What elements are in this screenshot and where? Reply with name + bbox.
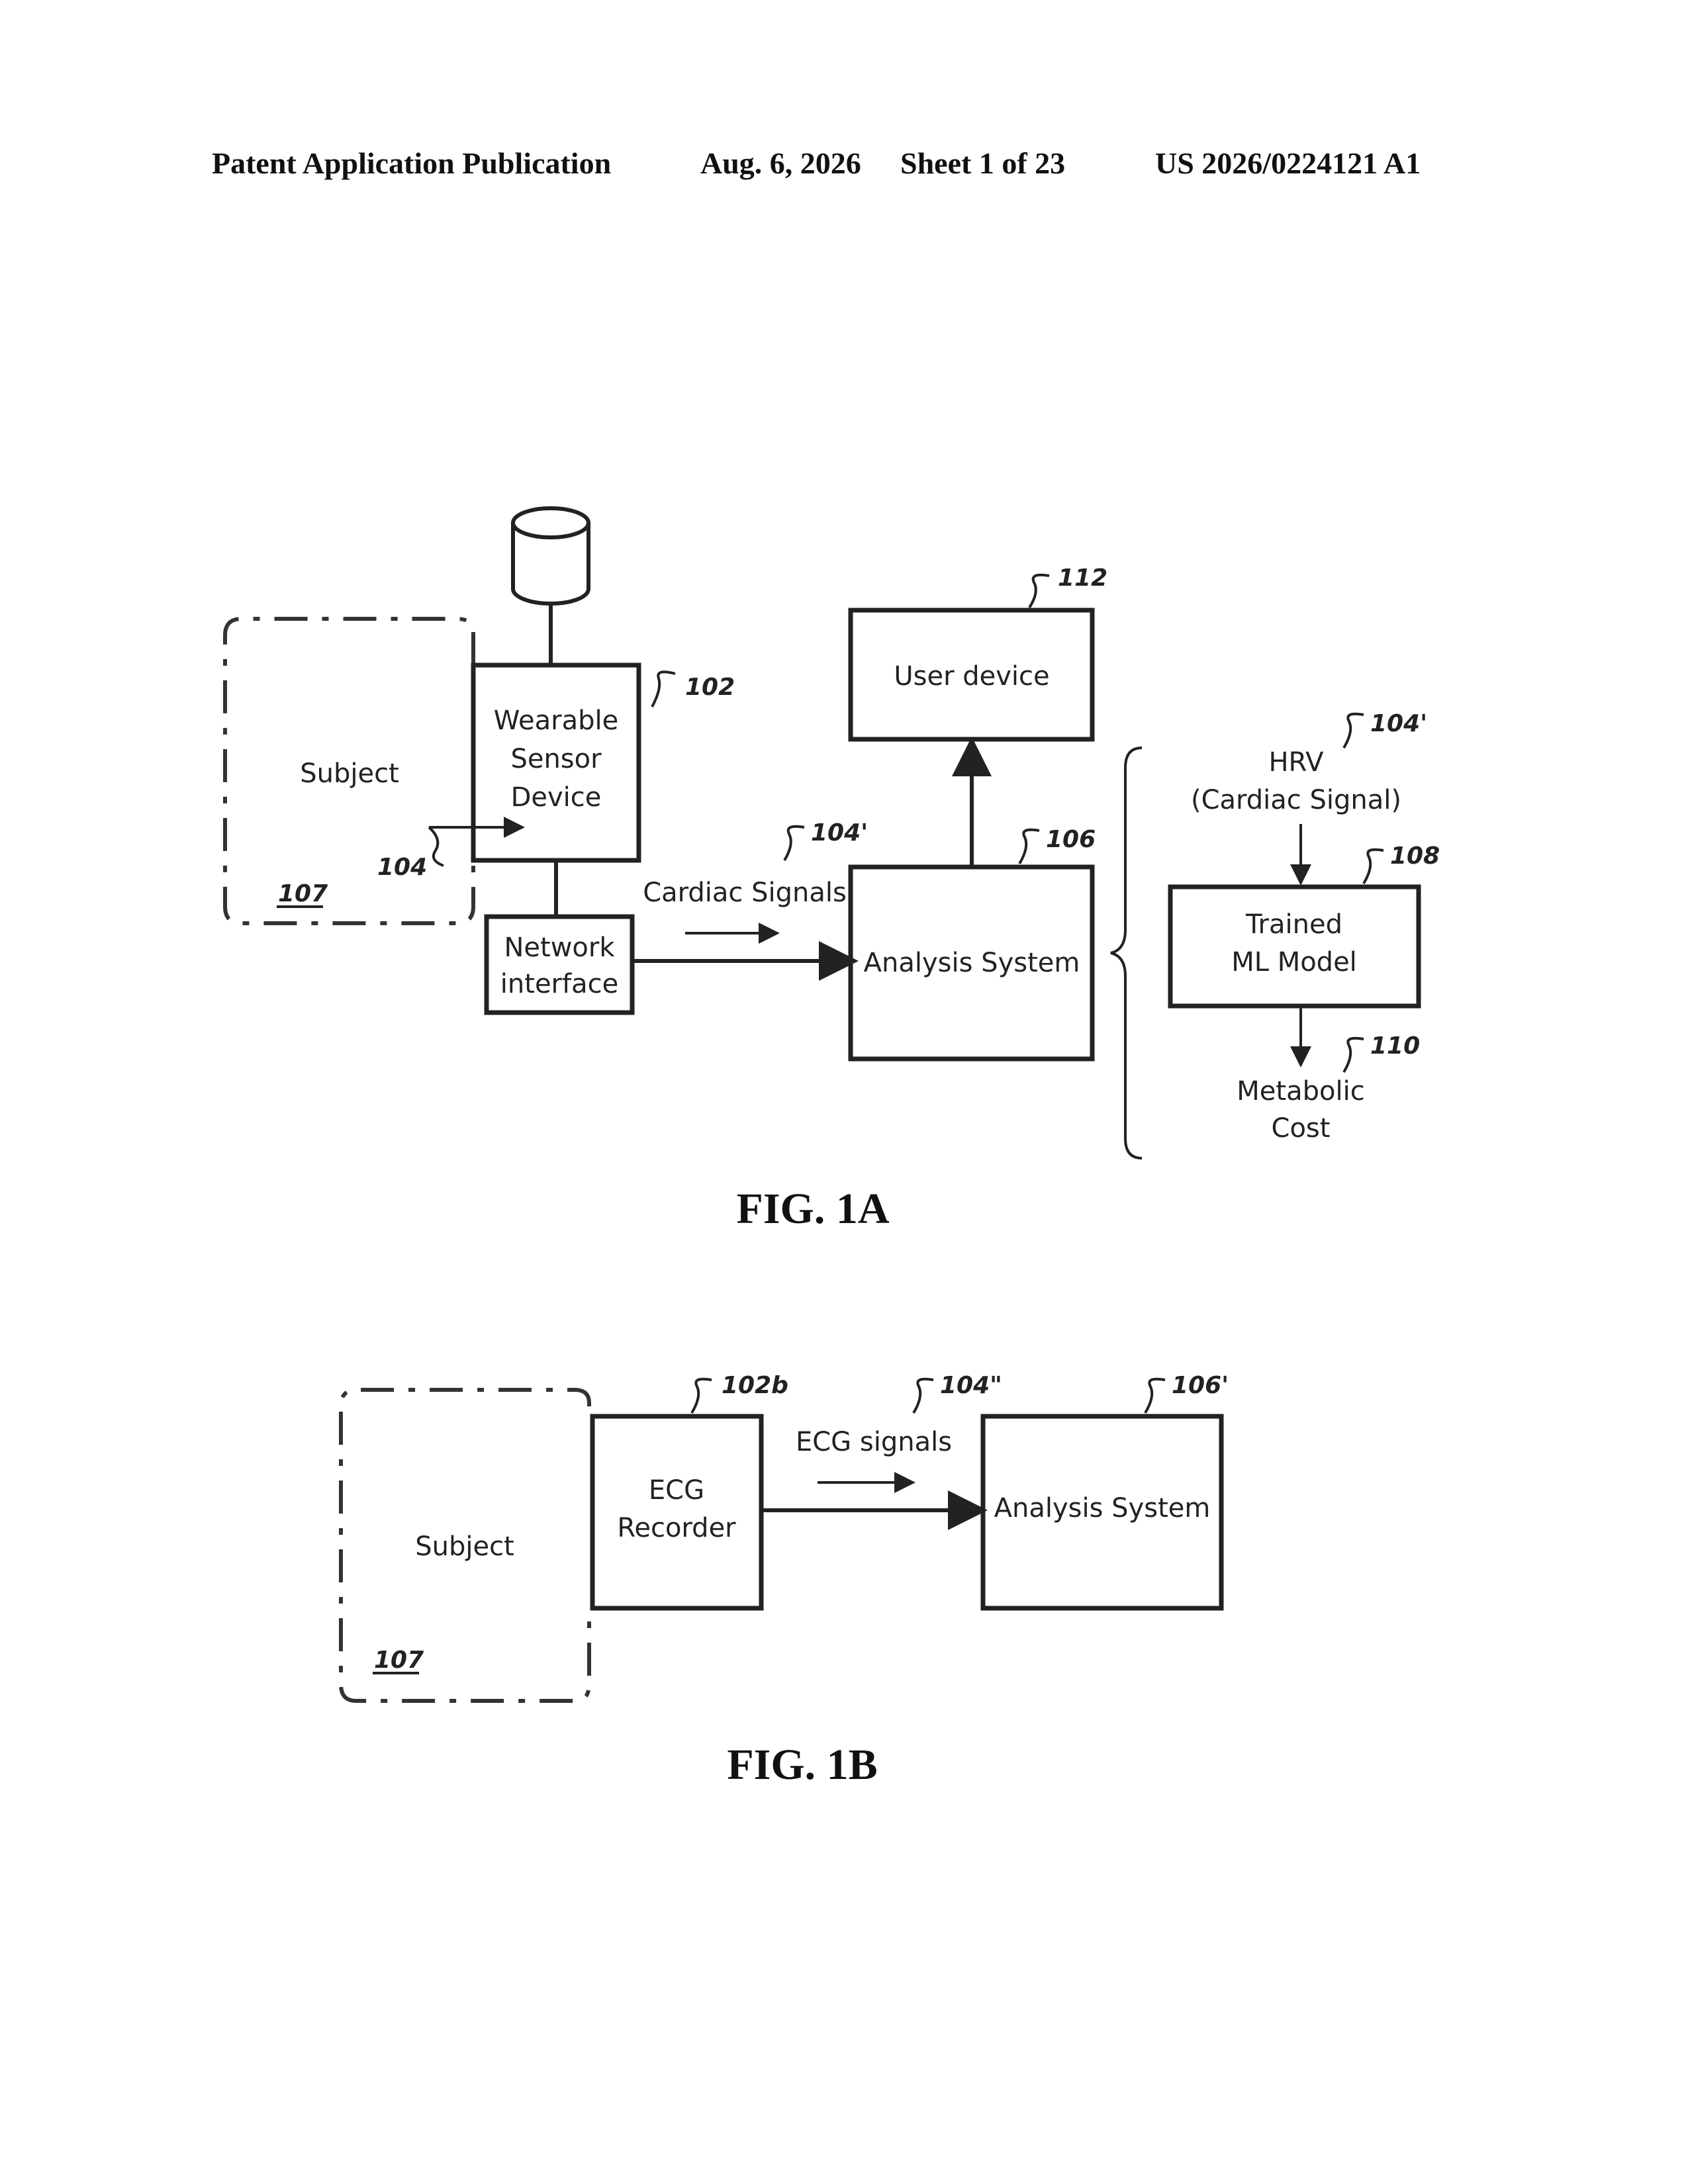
hrv-leader — [1344, 714, 1364, 748]
sensor-signal-leader — [429, 827, 444, 866]
user-device-leader — [1029, 575, 1049, 608]
ecg-recorder-box — [592, 1416, 761, 1608]
metabolic-ref: 110 — [1370, 1032, 1420, 1060]
metabolic-leader — [1344, 1038, 1364, 1072]
ml-model-ref: 108 — [1390, 842, 1440, 870]
analysis-leader-1b — [1145, 1379, 1165, 1413]
ecg-signals-ref: 104" — [940, 1372, 1002, 1399]
hrv-line-1: HRV — [1268, 747, 1324, 778]
subject-label-1b: Subject — [415, 1531, 514, 1562]
ecg-leader — [692, 1379, 712, 1413]
ml-model-box — [1170, 887, 1419, 1006]
cardiac-signals-ref: 104' — [811, 819, 868, 846]
metabolic-line-2: Cost — [1272, 1113, 1331, 1144]
analysis-ref-1b: 106' — [1172, 1372, 1229, 1399]
user-device-ref: 112 — [1058, 565, 1107, 592]
network-line-1: Network — [504, 933, 615, 963]
analysis-ref: 106 — [1046, 826, 1096, 853]
ml-model-line-1: Trained — [1245, 909, 1342, 940]
hrv-ref: 104' — [1370, 710, 1427, 737]
hrv-line-2: (Cardiac Signal) — [1191, 785, 1401, 815]
wearable-line-3: Device — [511, 782, 602, 813]
ecg-signals-label: ECG signals — [796, 1427, 952, 1457]
ecg-line-1: ECG — [649, 1475, 704, 1506]
wearable-line-2: Sensor — [510, 744, 602, 774]
wearable-line-1: Wearable — [494, 705, 618, 736]
ml-model-line-2: ML Model — [1231, 947, 1357, 978]
network-line-2: interface — [500, 969, 618, 999]
subject-ref: 107 — [278, 880, 328, 907]
fig1b-caption: FIG. 1B — [727, 1741, 877, 1789]
wearable-leader — [652, 672, 675, 707]
database-icon — [513, 508, 588, 604]
subject-label: Subject — [300, 758, 399, 789]
subject-ref-1b: 107 — [374, 1647, 424, 1674]
cardiac-signals-label: Cardiac Signals — [643, 878, 847, 908]
ml-model-leader — [1364, 850, 1383, 884]
ecg-ref: 102b — [722, 1372, 788, 1399]
user-device-label: User device — [894, 661, 1049, 692]
curly-brace — [1111, 748, 1142, 1158]
fig1a-caption: FIG. 1A — [737, 1185, 890, 1233]
cardiac-signals-leader — [784, 827, 804, 860]
ecg-line-2: Recorder — [617, 1513, 736, 1543]
analysis-system-label: Analysis System — [864, 948, 1080, 978]
sensor-signal-ref: 104 — [377, 854, 427, 881]
wearable-ref: 102 — [685, 674, 735, 701]
ecg-signals-leader — [914, 1379, 933, 1413]
analysis-system-label-1b: Analysis System — [994, 1493, 1211, 1524]
metabolic-line-1: Metabolic — [1237, 1076, 1364, 1107]
analysis-leader — [1019, 830, 1039, 864]
